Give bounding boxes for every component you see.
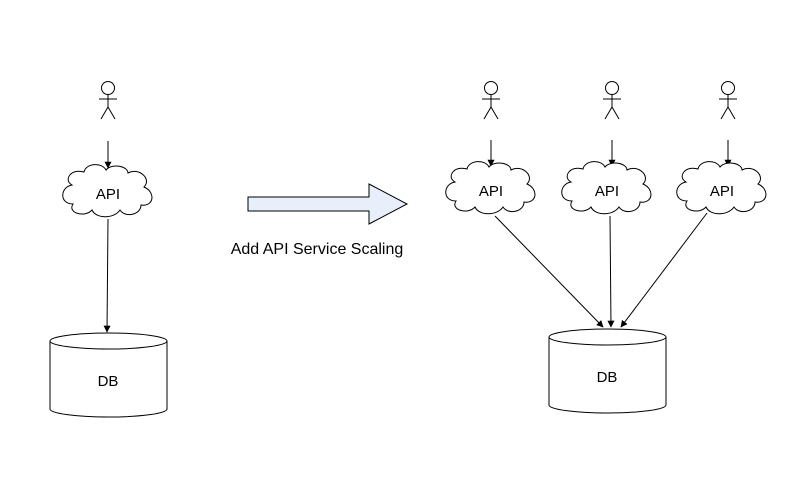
before-section: API DB bbox=[49, 81, 168, 418]
after-section: API API API DB bbox=[445, 81, 767, 414]
database-cylinder: DB bbox=[49, 332, 168, 418]
api-label: API bbox=[595, 183, 619, 200]
api-cloud: API bbox=[676, 161, 767, 215]
api-cloud: API bbox=[445, 161, 536, 215]
connector-api-to-db bbox=[620, 212, 708, 328]
database-cylinder: DB bbox=[548, 328, 667, 414]
api-cloud: API bbox=[561, 161, 652, 215]
transition-caption: Add API Service Scaling bbox=[231, 241, 404, 258]
user-icon bbox=[482, 81, 500, 120]
cloud-icon bbox=[62, 164, 153, 218]
db-label: DB bbox=[597, 369, 618, 386]
cylinder-icon bbox=[49, 332, 168, 418]
connector-api-to-db bbox=[494, 215, 604, 328]
cloud-icon bbox=[561, 161, 652, 215]
connector-api-to-db bbox=[607, 215, 615, 328]
user-icon bbox=[99, 81, 117, 120]
transition-arrow bbox=[247, 183, 409, 225]
api-label: API bbox=[710, 183, 734, 200]
api-label: API bbox=[96, 186, 120, 203]
cloud-icon bbox=[445, 161, 536, 215]
db-label: DB bbox=[98, 373, 119, 390]
cloud-icon bbox=[676, 161, 767, 215]
user-icon bbox=[719, 81, 737, 120]
connector-api-to-db bbox=[103, 218, 111, 333]
api-cloud: API bbox=[62, 164, 153, 218]
cylinder-icon bbox=[548, 328, 667, 414]
api-label: API bbox=[479, 183, 503, 200]
transition: Add API Service Scaling bbox=[231, 183, 409, 258]
user-icon bbox=[603, 81, 621, 120]
